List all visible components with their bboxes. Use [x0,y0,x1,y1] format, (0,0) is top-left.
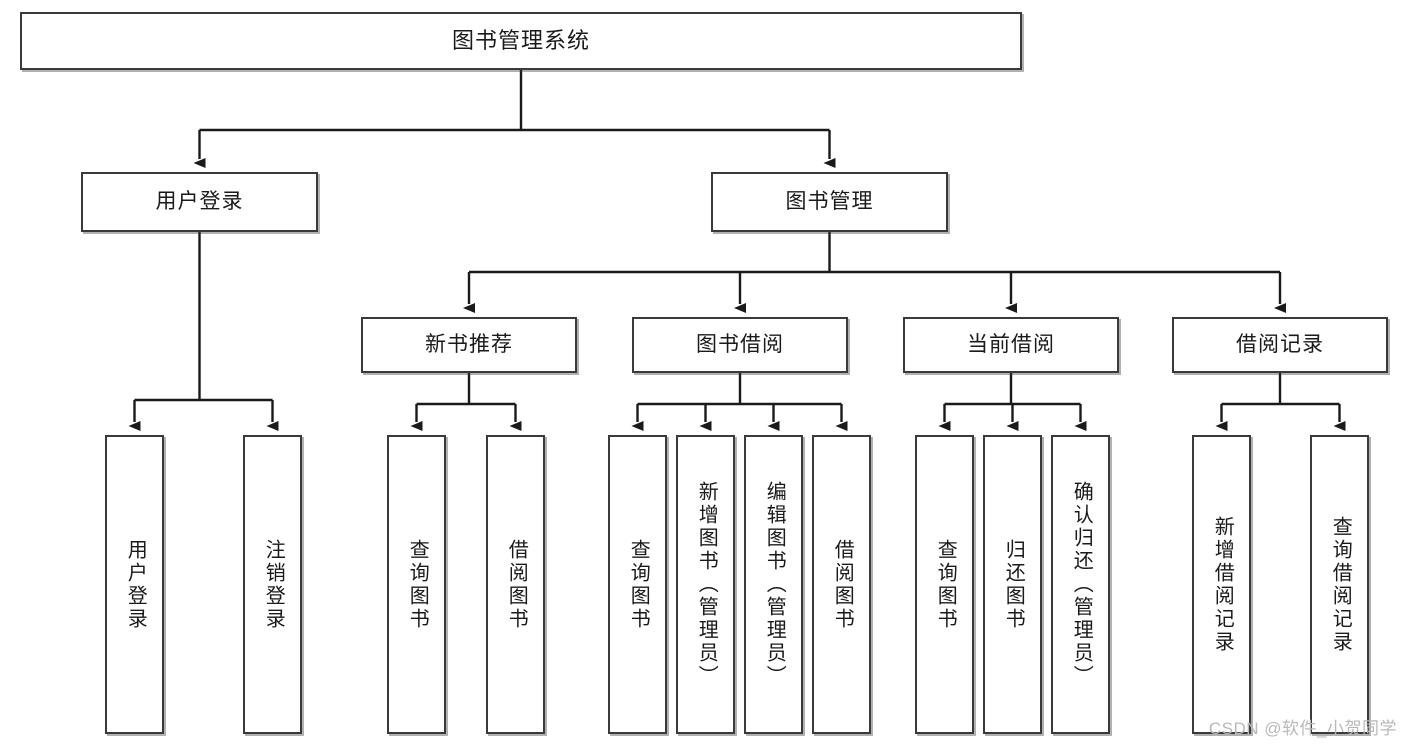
node-leaf-return-book[interactable]: 归还图书 [983,435,1042,734]
csdn-watermark: CSDN @软件_小贺同学 [1208,719,1397,738]
node-user-login[interactable]: 用户登录 [81,172,318,232]
node-leaf-borrow-book-1-label: 借阅图书 [505,538,528,631]
node-leaf-query-record-label: 查询借阅记录 [1329,515,1352,654]
node-user-login-label: 用户登录 [155,189,244,213]
node-borrow-record[interactable]: 借阅记录 [1172,317,1388,373]
node-leaf-logout[interactable]: 注销登录 [243,435,302,734]
node-borrow-record-label: 借阅记录 [1236,332,1324,356]
node-leaf-edit-book[interactable]: 编辑图书（管理员） [744,435,803,734]
node-book-manage[interactable]: 图书管理 [711,172,948,232]
node-leaf-return-book-label: 归还图书 [1002,538,1025,631]
node-leaf-query-book-3[interactable]: 查询图书 [915,435,974,734]
node-leaf-confirm-return[interactable]: 确认归还（管理员） [1051,435,1110,734]
node-leaf-user-login[interactable]: 用户登录 [105,435,164,734]
node-book-borrow[interactable]: 图书借阅 [632,317,848,373]
node-leaf-query-record[interactable]: 查询借阅记录 [1310,435,1369,734]
node-leaf-borrow-book-2[interactable]: 借阅图书 [812,435,871,734]
node-new-book-rec[interactable]: 新书推荐 [361,317,577,373]
node-book-manage-label: 图书管理 [785,189,874,213]
node-leaf-query-book-2[interactable]: 查询图书 [608,435,667,734]
node-leaf-user-login-label: 用户登录 [124,538,147,631]
node-leaf-logout-label: 注销登录 [262,538,285,631]
node-root-label: 图书管理系统 [451,28,590,54]
node-leaf-edit-book-label: 编辑图书（管理员） [763,481,786,688]
node-leaf-query-book-2-label: 查询图书 [627,538,650,631]
node-root[interactable]: 图书管理系统 [20,12,1022,70]
node-leaf-borrow-book-2-label: 借阅图书 [831,538,854,631]
node-leaf-add-book[interactable]: 新增图书（管理员） [676,435,735,734]
node-leaf-query-book-1-label: 查询图书 [406,538,429,631]
node-new-book-rec-label: 新书推荐 [425,332,513,356]
node-leaf-borrow-book-1[interactable]: 借阅图书 [486,435,545,734]
node-book-borrow-label: 图书借阅 [696,332,784,356]
node-leaf-query-book-1[interactable]: 查询图书 [387,435,446,734]
node-leaf-query-book-3-label: 查询图书 [934,538,957,631]
node-leaf-add-record-label: 新增借阅记录 [1211,515,1234,654]
node-leaf-confirm-return-label: 确认归还（管理员） [1070,481,1093,688]
node-leaf-add-record[interactable]: 新增借阅记录 [1192,435,1251,734]
node-leaf-add-book-label: 新增图书（管理员） [695,481,718,688]
node-current-borrow-label: 当前借阅 [967,332,1055,356]
node-current-borrow[interactable]: 当前借阅 [903,317,1119,373]
